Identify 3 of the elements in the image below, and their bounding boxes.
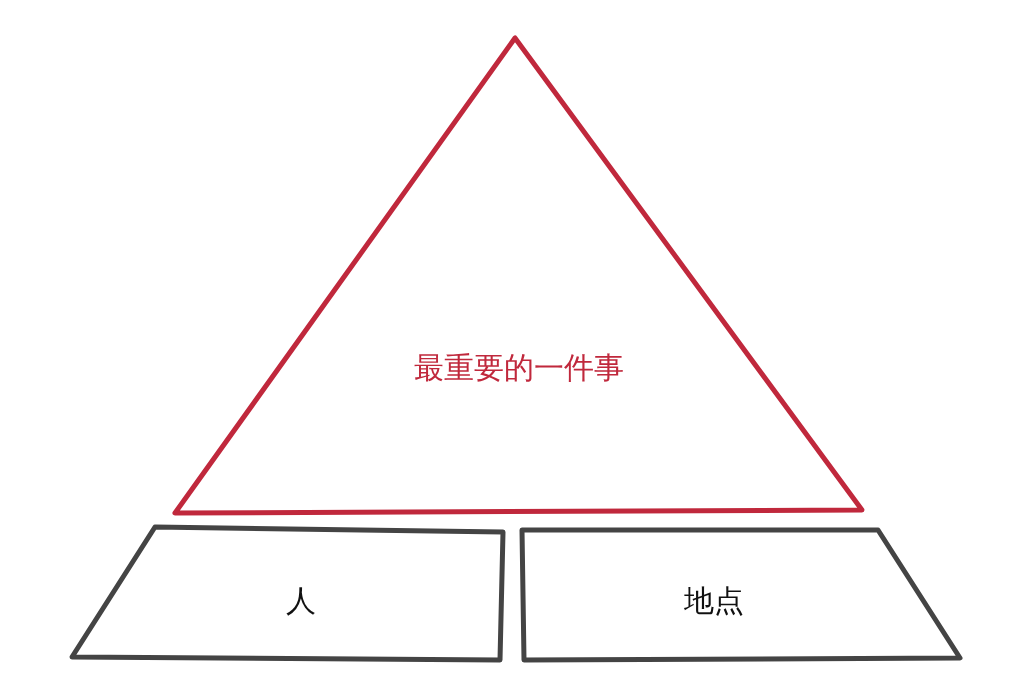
node-label: 人 [286,581,317,620]
node-label: 地点 [684,581,745,620]
node-label: 最重要的一件事 [413,348,624,387]
